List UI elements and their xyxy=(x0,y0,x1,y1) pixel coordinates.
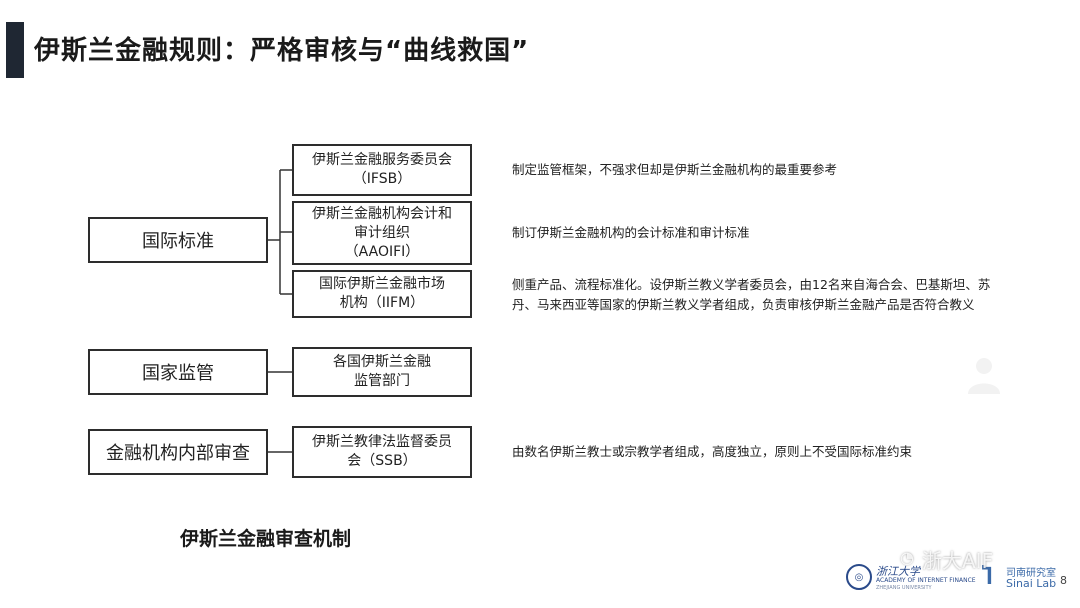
description-ssb: 由数名伊斯兰教士或宗教学者组成，高度独立，原则上不受国际标准约束 xyxy=(512,442,912,462)
body-box-aaoifi: 伊斯兰金融机构会计和 审计组织 （AAOIFI） xyxy=(292,201,472,265)
sinai-lab-logo-icon: Ⴈ xyxy=(982,565,992,590)
university-logo-icon: ◎ xyxy=(846,564,872,590)
lab-english-name: Sinai Lab xyxy=(1006,577,1057,590)
academy-name: ACADEMY OF INTERNET FINANCE xyxy=(876,577,976,584)
body-box-ifsb: 伊斯兰金融服务委员会 （IFSB） xyxy=(292,144,472,196)
watermark: 浙大AIF xyxy=(922,549,994,573)
description-aaoifi: 制订伊斯兰金融机构的会计标准和审计标准 xyxy=(512,223,750,243)
lab-chinese-name: 司南研究室 xyxy=(1006,568,1056,579)
body-box-national-regulators: 各国伊斯兰金融 监管部门 xyxy=(292,347,472,397)
wechat-icon: ◔ xyxy=(900,548,914,567)
body-line: 伊斯兰金融机构会计和 xyxy=(312,205,452,222)
body-line: 各国伊斯兰金融 xyxy=(333,354,431,370)
body-line: 监管部门 xyxy=(354,373,410,389)
category-label: 金融机构内部审查 xyxy=(106,443,250,464)
person-icon xyxy=(968,358,1000,394)
description-line: 由数名伊斯兰教士或宗教学者组成，高度独立，原则上不受国际标准约束 xyxy=(512,444,913,459)
description-ifsb: 制定监管框架，不强求但却是伊斯兰金融机构的最重要参考 xyxy=(512,160,837,180)
description-line: 丹、马来西亚等国家的伊斯兰教义学者组成，负责审核伊斯兰金融产品是否符合教义 xyxy=(512,297,975,312)
university-name: ZHEJIANG UNIVERSITY xyxy=(876,585,932,591)
diagram-caption: 伊斯兰金融审查机制 xyxy=(180,528,352,550)
description-iifm: 侧重产品、流程标准化。设伊斯兰教义学者委员会，由12名来自海合会、巴基斯坦、苏 … xyxy=(512,275,990,315)
page-number: 8 xyxy=(1060,574,1067,587)
university-script: 浙江大学 xyxy=(876,565,920,578)
description-line: 制订伊斯兰金融机构的会计标准和审计标准 xyxy=(512,225,750,240)
body-line: 审计组织 xyxy=(354,224,410,241)
category-box-international-standards: 国际标准 xyxy=(88,217,268,263)
slide-title: 伊斯兰金融规则：严格审核与“曲线救国” xyxy=(34,36,530,66)
body-box-ssb: 伊斯兰教律法监督委员 会（SSB） xyxy=(292,426,472,478)
title-accent-bar xyxy=(6,22,24,78)
category-box-internal-review: 金融机构内部审查 xyxy=(88,429,268,475)
body-box-iifm: 国际伊斯兰金融市场 机构（IIFM） xyxy=(292,270,472,318)
body-line: 伊斯兰教律法监督委员 xyxy=(312,434,452,450)
body-line: 机构（IIFM） xyxy=(339,295,425,311)
body-line: 会（SSB） xyxy=(347,453,417,469)
category-label: 国际标准 xyxy=(142,231,214,252)
body-line: （IFSB） xyxy=(352,171,412,187)
description-line: 制定监管框架，不强求但却是伊斯兰金融机构的最重要参考 xyxy=(512,162,838,177)
body-line: 伊斯兰金融服务委员会 xyxy=(312,152,452,168)
body-line: 国际伊斯兰金融市场 xyxy=(319,276,445,292)
category-label: 国家监管 xyxy=(142,363,214,384)
description-line: 侧重产品、流程标准化。设伊斯兰教义学者委员会，由12名来自海合会、巴基斯坦、苏 xyxy=(512,277,991,292)
body-line: （AAOIFI） xyxy=(344,243,420,260)
category-box-national-regulation: 国家监管 xyxy=(88,349,268,395)
